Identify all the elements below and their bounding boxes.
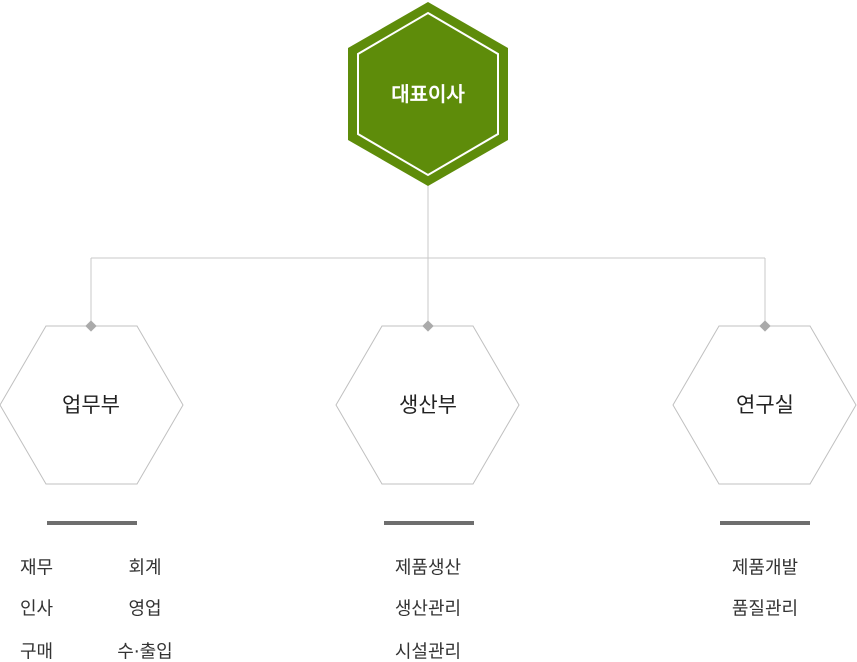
department-node-production: 생산부 제품생산 생산관리 시설관리	[335, 320, 520, 662]
connector-diamond	[759, 320, 771, 332]
ceo-label: 대표이사	[391, 82, 465, 106]
department-node-research: 연구실 제품개발 품질관리	[672, 320, 857, 620]
department-hexagon	[335, 325, 520, 485]
department-item: 제품개발	[732, 558, 798, 579]
department-item: 수·출입	[117, 642, 172, 662]
department-hexagon	[672, 325, 857, 485]
department-item: 생산관리	[395, 599, 461, 620]
department-node-business: 업무부 재무 회계 인사 영업 구매 수·출입	[0, 320, 184, 662]
department-label: 생산부	[399, 393, 457, 417]
department-item: 회계	[128, 558, 161, 579]
ceo-node: 대표이사	[348, 2, 508, 186]
department-item: 구매	[20, 642, 53, 662]
department-label: 업무부	[62, 393, 120, 417]
department-item: 시설관리	[395, 642, 461, 662]
connector-lines	[90, 182, 766, 326]
department-item: 재무	[20, 558, 53, 579]
ceo-hexagon-inner-border	[357, 11, 499, 177]
department-item: 영업	[128, 599, 161, 620]
department-hexagon	[0, 325, 184, 485]
department-item: 인사	[20, 599, 54, 620]
department-label: 연구실	[736, 393, 794, 417]
department-item: 품질관리	[732, 599, 798, 620]
ceo-hexagon-outer	[348, 2, 508, 186]
department-item: 제품생산	[395, 558, 461, 579]
connector-diamond	[422, 320, 434, 332]
